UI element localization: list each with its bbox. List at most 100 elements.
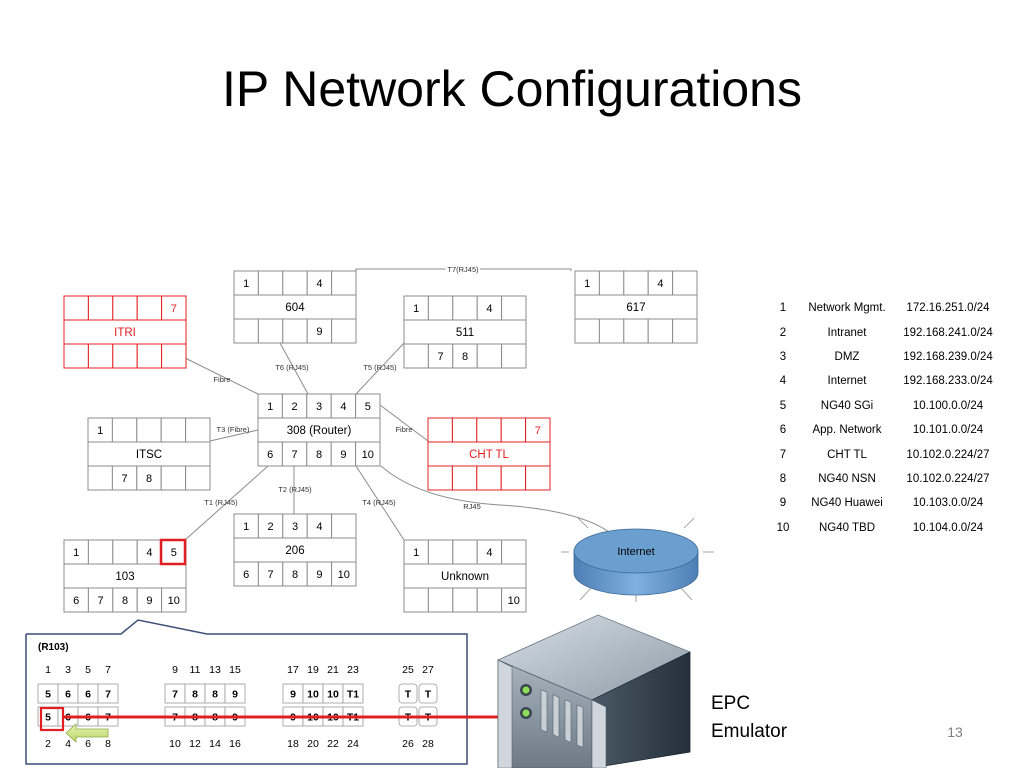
link-t1-line	[184, 465, 269, 541]
port-number: 1	[243, 521, 249, 533]
port-cell	[330, 393, 357, 419]
patch-port-label: 15	[229, 664, 241, 676]
link-fibre-cht-line	[379, 404, 429, 442]
node-name: 617	[626, 302, 645, 314]
internet-cloud: Internet	[561, 517, 714, 602]
port-cell	[331, 561, 357, 587]
port-cell	[623, 318, 649, 344]
port-cell	[233, 561, 259, 587]
port-cell	[452, 587, 478, 613]
ip-table-network-name: NG40 NSN	[818, 472, 876, 485]
slide-title: IP Network Configurations	[222, 61, 802, 117]
ip-table-index: 7	[779, 448, 787, 461]
port-cell	[672, 318, 698, 344]
ip-table-network-name: NG40 Huawei	[811, 497, 883, 510]
patch-port-label: 26	[402, 738, 414, 750]
port-cell	[623, 270, 649, 296]
epc-emulator-label: EPC Emulator	[711, 690, 787, 746]
patch-port-label: 12	[189, 738, 201, 750]
port-number: 8	[146, 473, 152, 485]
port-number: 7	[171, 303, 177, 315]
port-cell	[233, 318, 259, 344]
patch-port-label: 13	[209, 664, 221, 676]
port-cell	[87, 465, 113, 491]
port-cell	[403, 343, 429, 369]
port-cell	[403, 587, 429, 613]
patch-port-value: 7	[105, 689, 111, 701]
patch-port-label: 9	[172, 664, 178, 676]
port-cell	[257, 270, 284, 296]
port-cell	[331, 513, 357, 539]
port-cell	[452, 539, 478, 565]
port-cell	[476, 587, 503, 613]
port-cell	[598, 270, 625, 296]
port-number: 4	[340, 401, 346, 413]
patch-port-value: 10	[307, 689, 319, 701]
port-cell	[160, 465, 187, 491]
ip-table-network-name: NG40 TBD	[818, 521, 876, 534]
patch-port-value: T	[425, 689, 432, 701]
patch-port-label: 14	[209, 738, 221, 750]
port-number: 8	[462, 351, 468, 363]
port-cell	[427, 539, 454, 565]
port-cell	[63, 343, 89, 369]
ip-table-subnet: 10.103.0.0/24	[912, 497, 984, 510]
port-cell	[233, 270, 259, 296]
patch-port-label: 21	[327, 664, 339, 676]
port-cell	[257, 513, 284, 539]
patch-port-label: 28	[422, 738, 434, 750]
node-name: 206	[285, 545, 304, 557]
link-label-t4: T4 (RJ45)	[362, 498, 396, 507]
port-cell	[136, 587, 163, 613]
patch-panel-title: (R103)	[38, 642, 69, 653]
port-cell	[331, 270, 357, 296]
port-cell	[257, 561, 284, 587]
internet-label: Internet	[617, 546, 654, 558]
ip-table-subnet: 10.104.0.0/24	[912, 521, 984, 534]
patch-port-label: 10	[169, 738, 181, 750]
port-cell	[161, 587, 187, 613]
port-number: 2	[268, 521, 274, 533]
patch-port-label: 2	[45, 738, 51, 750]
port-cell	[87, 343, 114, 369]
port-cell	[427, 587, 454, 613]
port-number: 4	[486, 303, 492, 315]
port-number: 4	[316, 278, 322, 290]
port-number: 7	[98, 595, 104, 607]
port-number: 4	[146, 547, 152, 559]
ip-table-index: 10	[776, 521, 790, 534]
cable-to-epc	[39, 706, 512, 743]
patch-port-value: 8	[192, 689, 198, 701]
node-name: CHT TL	[469, 449, 509, 461]
port-number: 1	[243, 278, 249, 290]
port-cell	[185, 417, 211, 443]
port-cell	[330, 441, 357, 467]
port-cell	[403, 539, 429, 565]
patch-port-label: 11	[190, 664, 201, 676]
ip-table-index: 2	[779, 326, 787, 339]
link-label-t5: T5 (RJ45)	[363, 363, 397, 372]
port-cell	[87, 295, 114, 321]
patch-port-label: 6	[85, 738, 91, 750]
ip-table-subnet: 192.168.233.0/24	[903, 375, 993, 388]
port-number: 7	[268, 569, 274, 581]
patch-port-label: 8	[105, 738, 111, 750]
port-cell	[282, 318, 308, 344]
link-label-fibre-itri: Fibre	[213, 375, 230, 384]
port-cell	[112, 343, 138, 369]
patch-port-label: 16	[229, 738, 241, 750]
port-number: 4	[486, 547, 492, 559]
link-label-t1: T1 (RJ45)	[204, 498, 238, 507]
port-cell	[63, 295, 89, 321]
patch-port-value: 8	[212, 689, 218, 701]
